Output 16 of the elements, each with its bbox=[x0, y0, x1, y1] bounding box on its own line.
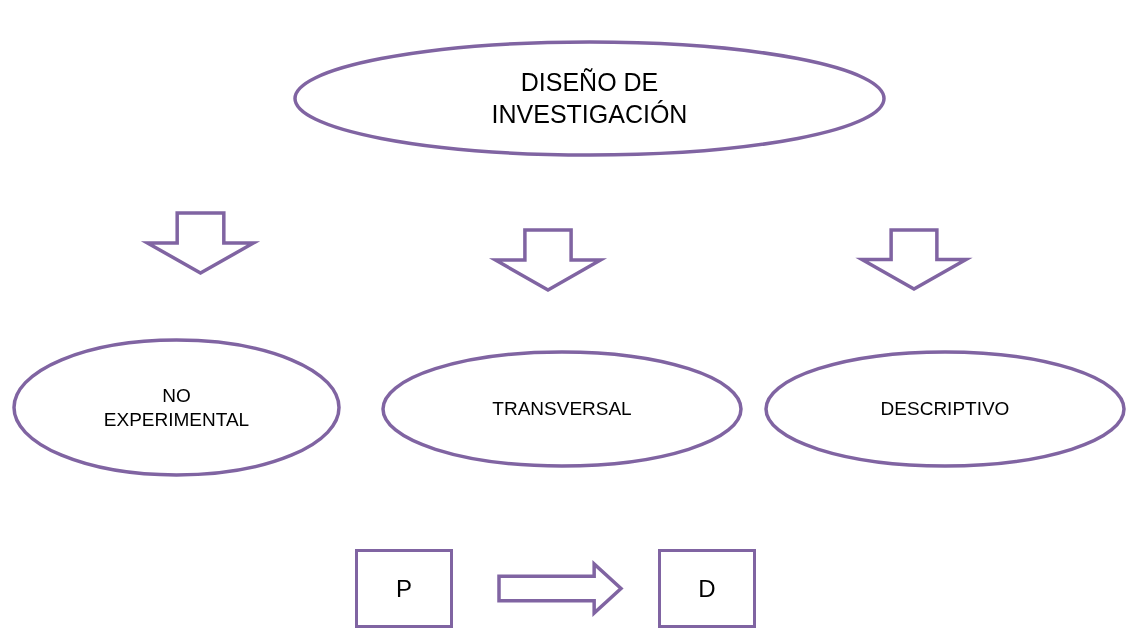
block-arrow bbox=[488, 228, 608, 292]
block-arrow bbox=[855, 228, 973, 291]
square-box bbox=[658, 549, 756, 628]
node-label: D bbox=[697, 573, 717, 604]
node-label: DESCRIPTIVO bbox=[879, 397, 1011, 421]
ellipse-node bbox=[293, 40, 886, 157]
node-label: P bbox=[395, 573, 413, 604]
node-label: NO EXPERIMENTAL bbox=[102, 383, 251, 432]
node-label: TRANSVERSAL bbox=[491, 397, 633, 421]
ellipse-node bbox=[764, 350, 1126, 468]
block-arrow bbox=[497, 560, 624, 617]
node-label: DISEÑO DE INVESTIGACIÓN bbox=[490, 67, 689, 130]
ellipse-node bbox=[381, 350, 743, 468]
square-box bbox=[355, 549, 453, 628]
block-arrow bbox=[140, 211, 261, 275]
ellipse-node bbox=[12, 338, 341, 477]
